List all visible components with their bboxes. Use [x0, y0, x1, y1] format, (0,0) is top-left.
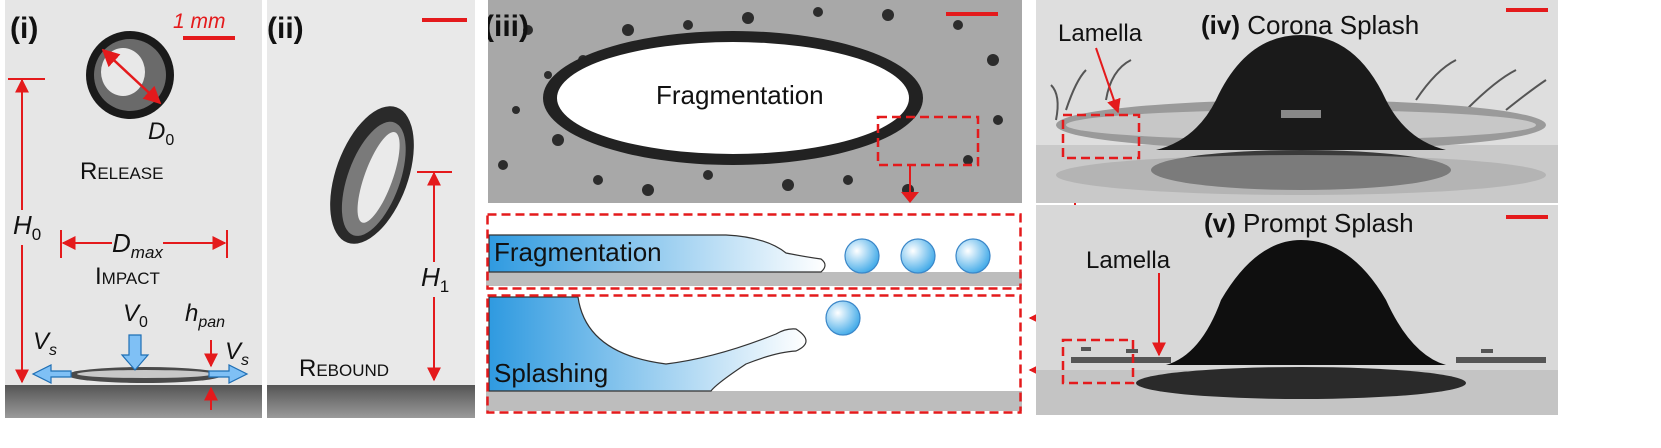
rebound-droplet [330, 106, 414, 244]
vs-left-label: Vs [33, 328, 58, 359]
corona-lamella-label: Lamella [1058, 20, 1143, 47]
corona-crown [1050, 59, 1547, 121]
substrate [5, 385, 262, 418]
rebound-label: Rebound [299, 355, 390, 382]
v0-arrow [120, 334, 150, 371]
lamella-arrow [1095, 47, 1121, 114]
panel-prompt-splash: Lamella (v) Prompt Splash [1036, 205, 1558, 415]
d0-arrow [101, 48, 162, 105]
satellite-droplets [498, 7, 1003, 196]
hpan-label: hpan [185, 300, 226, 331]
splash-drop [825, 300, 861, 336]
panel-release-impact: (i) 1 mm D0 Release H0 Dmax Impact V0 hp… [5, 0, 262, 418]
dmax-label: Dmax [112, 228, 163, 264]
panel-i-label: (i) [10, 12, 39, 45]
panel-rebound: (ii) H1 Rebound [267, 0, 475, 418]
d0-label: D0 [148, 118, 175, 149]
fragment-drop [900, 238, 936, 274]
fragmentation-sheet [557, 42, 909, 154]
fragmentation-liquid [488, 234, 826, 273]
panel-ii-label: (ii) [267, 12, 304, 45]
vs-right-arrow [208, 364, 249, 384]
fragment-drop [955, 238, 991, 274]
zoom-box [876, 115, 980, 167]
impact-label: Impact [95, 263, 160, 290]
fragment-drop [844, 238, 880, 274]
fragmentation-schematic-label: Fragmentation [494, 237, 662, 267]
schematic-splashing: Splashing [486, 294, 1022, 414]
release-label: Release [80, 158, 164, 185]
lamella-box [1061, 113, 1141, 160]
panel-corona-splash: Lamella (iv) Corona Splash [1036, 0, 1558, 203]
splashing-liquid [488, 296, 807, 392]
fragmentation-title: Fragmentation [656, 80, 824, 110]
v0-label: V0 [123, 300, 148, 331]
lamella-box [1061, 338, 1135, 385]
vs-left-arrow [31, 364, 72, 384]
prompt-title: (v) Prompt Splash [1204, 208, 1414, 238]
scale-bar-label: 1 mm [173, 10, 226, 33]
corona-lamella-reflection [1056, 155, 1546, 195]
vs-right-label: Vs [225, 338, 250, 369]
prompt-droplet [1166, 240, 1446, 365]
substrate [267, 385, 475, 418]
schematic-fragmentation: Fragmentation [486, 213, 1022, 290]
h0-label: H0 [13, 210, 42, 246]
panel-iii-label: (iii) [488, 10, 529, 43]
prompt-ejecta [1071, 347, 1546, 363]
corona-droplet [1156, 35, 1446, 150]
h1-label: H1 [421, 262, 450, 298]
panel-fragmentation-photo: (iii) Fragmentation [488, 0, 1022, 203]
prompt-lamella-label: Lamella [1086, 247, 1171, 274]
splashing-schematic-label: Splashing [494, 358, 609, 388]
corona-title: (iv) Corona Splash [1201, 10, 1420, 40]
